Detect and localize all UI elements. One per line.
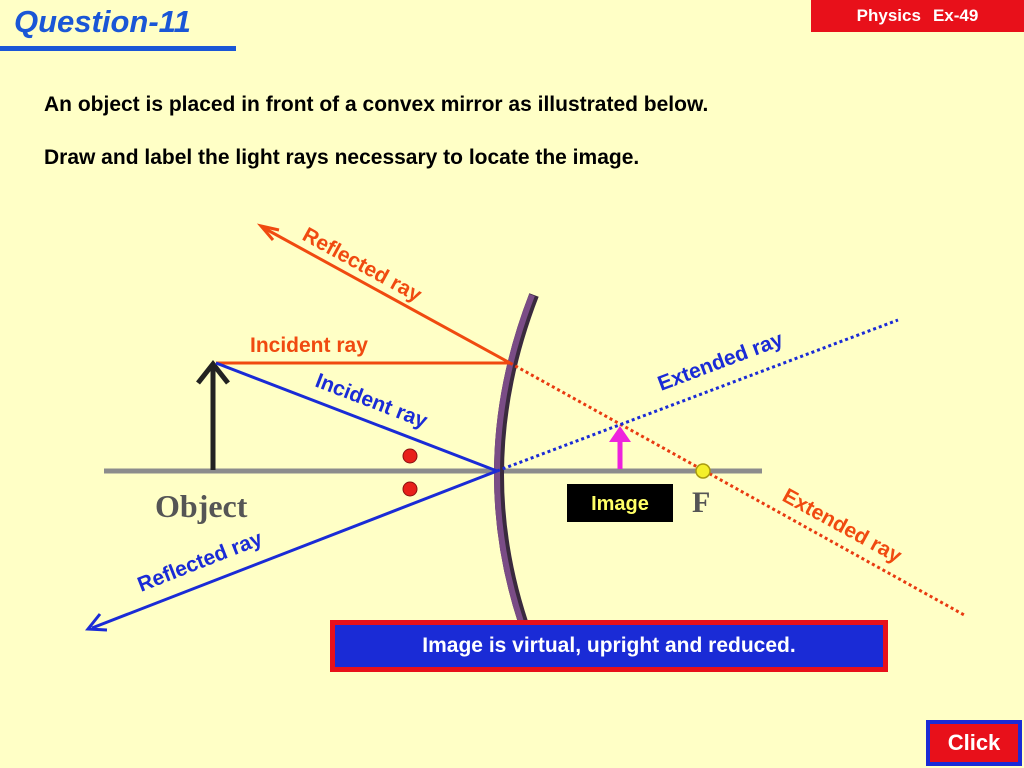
image-label: Image (591, 493, 649, 515)
question-text-line2: Draw and label the light rays necessary … (44, 146, 640, 169)
click-button-label: Click (930, 724, 1018, 762)
object-label: Object (155, 488, 248, 524)
red-dot (402, 448, 418, 464)
question-text-line1: An object is placed in front of a convex… (44, 93, 709, 116)
incident-ray-to-vertex (215, 361, 498, 473)
title-underline (0, 46, 236, 51)
reflected-ray-bottom (91, 469, 498, 630)
reflected-ray-bottom-arrowhead (85, 613, 108, 632)
extended-ray-label-red: Extended ray (779, 484, 906, 568)
focal-point-marker (695, 463, 711, 479)
red-dot (402, 481, 418, 497)
reflected-ray-top (261, 225, 511, 365)
reflected-ray-top-arrowhead (256, 223, 280, 241)
exercise-label: Ex-49 (932, 6, 979, 25)
conclusion-box: Image is virtual, upright and reduced. (330, 620, 888, 672)
extended-ray-blue-line (496, 318, 899, 473)
click-button[interactable]: Click (926, 720, 1022, 766)
reflected-ray-label-top: Reflected ray (299, 223, 426, 307)
image-arrow (609, 426, 631, 469)
extended-ray-label-blue: Extended ray (655, 328, 787, 396)
focal-label: F (692, 486, 710, 519)
image-label-box (567, 484, 673, 522)
incident-ray-label-top: Incident ray (250, 334, 368, 357)
extended-ray-red-line (509, 361, 967, 618)
subject-label: Physics (856, 6, 921, 25)
question-title: Question-11 (14, 4, 191, 39)
object-arrow (196, 359, 230, 470)
subject-badge: Physics Ex-49 (811, 0, 1024, 32)
conclusion-text: Image is virtual, upright and reduced. (335, 625, 883, 667)
